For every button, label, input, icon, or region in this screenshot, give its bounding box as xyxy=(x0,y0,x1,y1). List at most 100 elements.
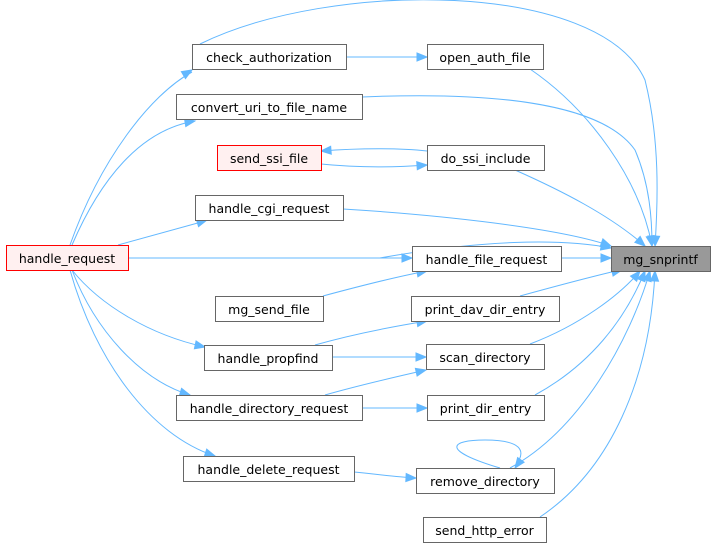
edge-handle_propfind-to-scan_directory xyxy=(332,352,428,362)
edge-open_auth_file-to-mg_snprintf xyxy=(529,68,655,248)
arrowhead xyxy=(629,269,641,283)
arrowhead xyxy=(415,352,428,362)
node-handle-propfind[interactable]: handle_propfind xyxy=(204,345,333,371)
edge-line xyxy=(361,95,653,247)
node-handle-directory-request[interactable]: handle_directory_request xyxy=(176,395,363,421)
node-handle-file-request[interactable]: handle_file_request xyxy=(412,246,562,272)
edge-line xyxy=(509,270,651,469)
edge-line xyxy=(320,163,428,168)
node-handle-request[interactable]: handle_request xyxy=(6,245,129,271)
edge-handle_request-to-handle_propfind xyxy=(71,269,207,350)
node-mg-send-file[interactable]: mg_send_file xyxy=(215,296,324,322)
node-box xyxy=(412,246,562,272)
edge-line xyxy=(342,208,612,247)
node-label: handle_propfind xyxy=(218,351,319,366)
node-box xyxy=(427,44,544,70)
node-box xyxy=(192,44,347,70)
node-do-ssi-include[interactable]: do_ssi_include xyxy=(427,145,545,171)
arrowhead xyxy=(178,387,192,397)
edge-line xyxy=(322,270,428,297)
node-handle-cgi-request[interactable]: handle_cgi_request xyxy=(195,195,344,221)
edge-remove_directory-to-mg_snprintf xyxy=(509,269,652,469)
node-label: do_ssi_include xyxy=(441,151,531,166)
node-box xyxy=(176,94,363,120)
arrowhead xyxy=(642,269,652,283)
arrowhead xyxy=(203,448,217,458)
edge-handle_cgi_request-to-mg_snprintf xyxy=(342,208,613,247)
edge-do_ssi_include-to-mg_snprintf xyxy=(514,169,647,247)
node-print-dav-dir-entry[interactable]: print_dav_dir_entry xyxy=(411,296,560,322)
node-handle-delete-request[interactable]: handle_delete_request xyxy=(183,456,355,482)
edge-line xyxy=(314,320,428,346)
edge-handle_directory_request-to-print_dir_entry xyxy=(362,403,429,413)
arrowhead xyxy=(193,340,207,350)
node-scan-directory[interactable]: scan_directory xyxy=(426,344,545,370)
node-box xyxy=(611,246,711,272)
edge-line xyxy=(534,270,646,396)
arrowhead xyxy=(416,52,429,62)
edge-line xyxy=(320,148,428,152)
arrowhead xyxy=(414,367,428,377)
edge-handle_propfind-to-print_dav_dir_entry xyxy=(314,318,429,346)
edge-line xyxy=(324,369,427,396)
node-label: open_auth_file xyxy=(439,50,530,65)
node-box xyxy=(426,344,545,370)
edge-print_dir_entry-to-mg_snprintf xyxy=(534,269,646,396)
edge-line xyxy=(69,269,216,457)
arrowhead xyxy=(600,253,613,263)
node-convert-uri-to-file-name[interactable]: convert_uri_to_file_name xyxy=(176,94,363,120)
node-label: handle_delete_request xyxy=(198,462,340,477)
node-send-ssi-file[interactable]: send_ssi_file xyxy=(217,145,322,171)
edge-handle_request-to-check_authorization xyxy=(69,69,194,246)
edge-scan_directory-to-mg_snprintf xyxy=(529,269,641,345)
node-label: check_authorization xyxy=(206,50,332,65)
edge-handle_delete_request-to-remove_directory xyxy=(353,471,418,483)
call-edges xyxy=(69,0,661,518)
edge-line xyxy=(71,269,206,348)
edge-line xyxy=(118,241,612,259)
node-remove-directory[interactable]: remove_directory xyxy=(416,468,555,494)
node-label: mg_send_file xyxy=(228,302,310,317)
edge-line xyxy=(519,269,621,297)
node-label: handle_directory_request xyxy=(190,401,349,416)
node-print-dir-entry[interactable]: print_dir_entry xyxy=(427,395,545,421)
edge-line xyxy=(71,120,196,246)
edge-check_authorization-to-open_auth_file xyxy=(346,52,429,62)
edge-line xyxy=(529,270,641,345)
arrowhead xyxy=(647,235,657,248)
edge-remove_directory-to-remove_directory xyxy=(456,439,525,470)
node-label: print_dav_dir_entry xyxy=(425,302,546,317)
edge-handle_request-to-handle_cgi_request xyxy=(117,218,209,246)
arrowhead xyxy=(180,69,194,80)
node-box xyxy=(6,245,129,271)
edge-handle_request-to-handle_directory_request xyxy=(71,269,192,397)
edge-handle_request-to-convert_uri_to_file_name xyxy=(71,118,197,246)
node-label: handle_file_request xyxy=(426,252,548,267)
node-label: print_dir_entry xyxy=(440,401,532,416)
node-send-http-error[interactable]: send_http_error xyxy=(423,517,547,543)
edge-mg_send_file-to-handle_file_request xyxy=(322,268,429,297)
node-check-authorization[interactable]: check_authorization xyxy=(192,44,347,70)
node-box xyxy=(411,296,560,322)
edge-line xyxy=(456,439,522,469)
node-label: send_http_error xyxy=(435,523,534,538)
edge-send_ssi_file-to-do_ssi_include xyxy=(320,161,429,171)
edge-handle_directory_request-to-scan_directory xyxy=(324,367,428,396)
edge-send_http_error-to-mg_snprintf xyxy=(539,269,660,518)
edge-line xyxy=(514,169,646,247)
edge-do_ssi_include-to-send_ssi_file xyxy=(319,145,428,155)
edge-print_dav_dir_entry-to-mg_snprintf xyxy=(519,267,624,297)
node-box xyxy=(204,345,333,371)
node-label: handle_cgi_request xyxy=(209,201,330,216)
node-label: send_ssi_file xyxy=(230,151,308,166)
edge-line xyxy=(69,71,193,246)
node-open-auth-file[interactable]: open_auth_file xyxy=(427,44,544,70)
edge-convert_uri_to_file_name-to-mg_snprintf xyxy=(361,95,657,248)
node-mg-snprintf[interactable]: mg_snprintf xyxy=(611,246,711,272)
arrowhead xyxy=(649,269,660,282)
edge-line xyxy=(117,220,206,246)
node-label: handle_request xyxy=(19,251,115,266)
edge-line xyxy=(71,269,191,396)
node-label: scan_directory xyxy=(439,350,531,365)
